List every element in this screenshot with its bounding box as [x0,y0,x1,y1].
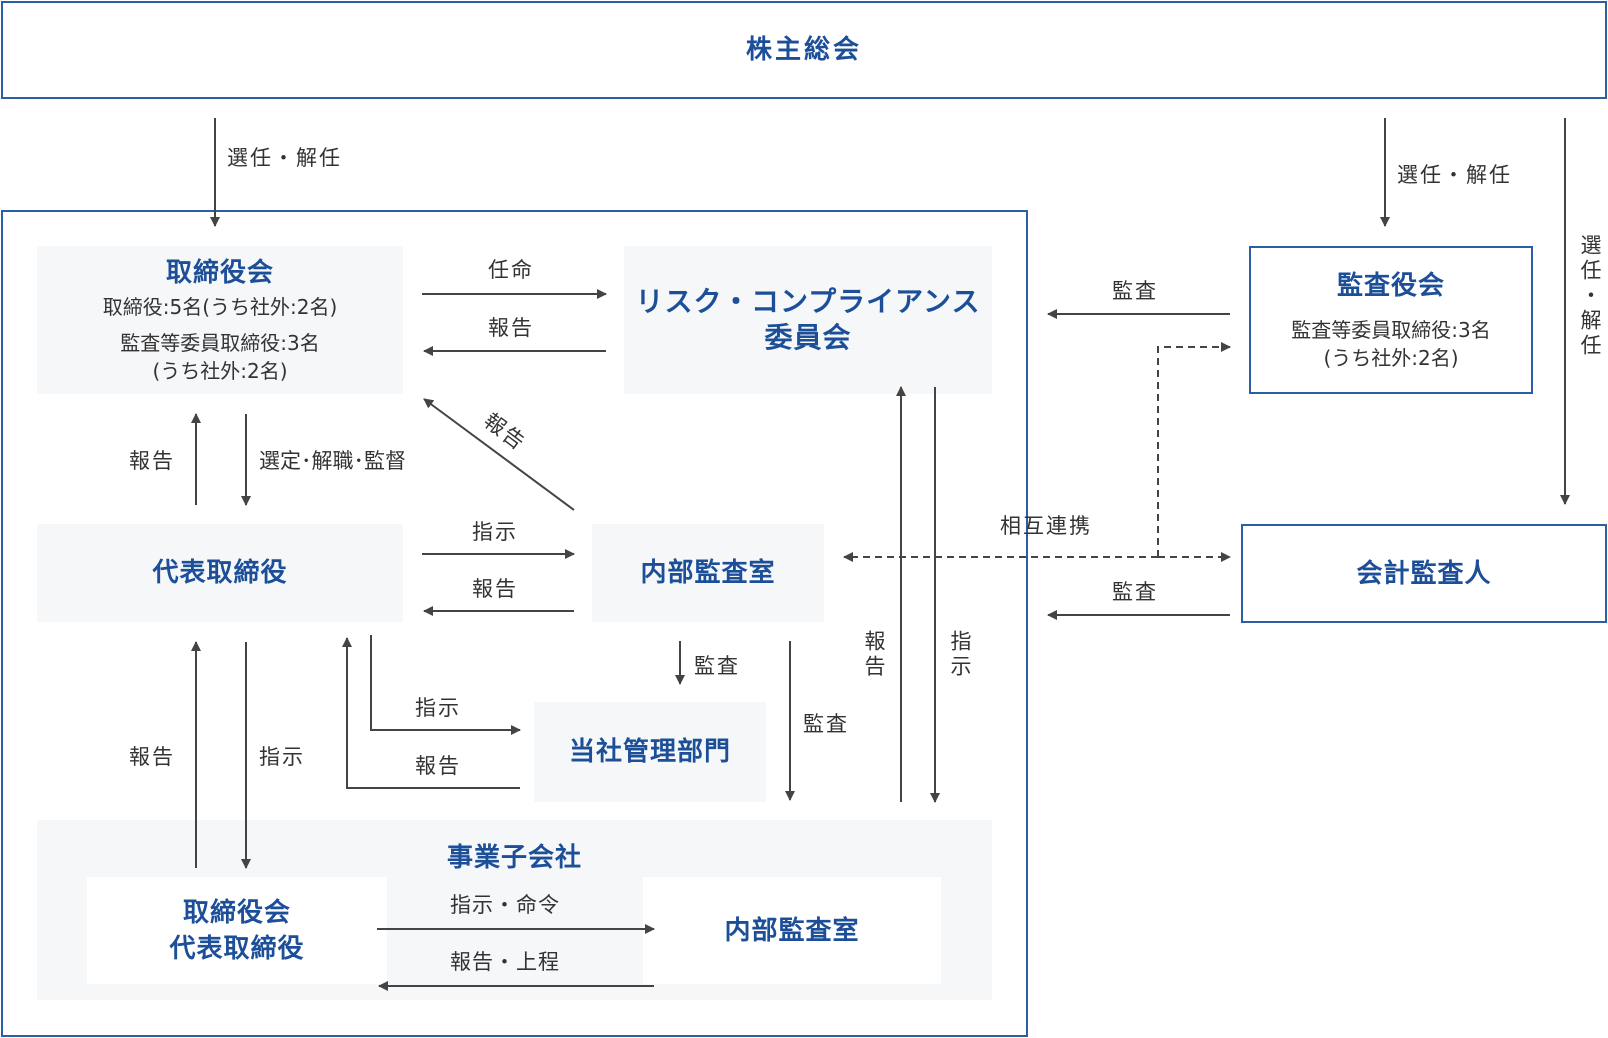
label-board-to-risk: 任命 [488,258,534,282]
audit-board-outside: (うち社外:2名) [1323,346,1459,370]
subsidiary-internal-audit-title: 内部監査室 [724,915,860,946]
admin-department-title: 当社管理部門 [568,737,731,767]
shareholders-meeting-title: 株主総会 [745,35,862,65]
audit-board-title: 監査役会 [1336,271,1445,301]
arrow-internal-to-board [423,398,575,511]
label-internal-to-admin: 監査 [694,654,740,678]
label-rep-to-internal: 指示 [472,520,518,544]
subsidiary-board-title: 取締役会 [182,897,291,928]
label-gm-to-audit-board: 選任・解任 [1397,163,1512,187]
label-gm-to-board: 選任・解任 [227,146,342,170]
subsidiary-board-box: 取締役会 代表取締役 [87,877,387,984]
label-admin-to-rep: 報告 [415,754,461,778]
internal-audit-office-title: 内部監査室 [640,558,776,588]
label-risk-to-sub: 指示 [948,630,972,680]
admin-department-box: 当社管理部門 [534,702,766,802]
label-sub-to-rep: 報告 [129,745,175,769]
arrow-admin-to-rep [342,637,520,789]
label-sub-report: 報告・上程 [450,950,560,974]
label-internal-to-sub: 監査 [803,712,849,736]
board-of-directors-box: 取締役会 取締役:5名(うち社外:2名) 監査等委員取締役:3名 (うち社外:2… [37,246,403,394]
audit-board-box: 監査役会 監査等委員取締役:3名 (うち社外:2名) [1249,246,1533,394]
board-title: 取締役会 [165,258,274,288]
company-boundary [1,210,1028,1037]
subsidiary-internal-audit-box: 内部監査室 [643,877,941,984]
label-gm-to-accounting-auditor: 選任・解任 [1578,234,1602,359]
arrow-mutual-to-audit-board [1157,342,1231,557]
representative-director-box: 代表取締役 [37,524,403,622]
board-audit-members-outside: (うち社外:2名) [152,359,288,383]
label-rep-to-admin: 指示 [415,696,461,720]
arrow-rep-to-admin [370,635,521,735]
label-rep-to-board: 報告 [129,449,175,473]
shareholders-meeting-box: 株主総会 [1,1,1607,99]
board-directors-count: 取締役:5名(うち社外:2名) [102,295,338,319]
label-sub-to-risk: 報告 [862,630,886,680]
label-audit-board-audit: 監査 [1112,279,1158,303]
risk-committee-title-2: 委員会 [764,321,852,354]
label-accounting-audit: 監査 [1112,580,1158,604]
risk-committee-title-1: リスク・コンプライアンス [635,285,981,318]
subsidiary-title: 事業子会社 [446,843,582,873]
board-audit-members-count: 監査等委員取締役:3名 [120,331,320,355]
risk-compliance-committee-box: リスク・コンプライアンス 委員会 [624,246,992,394]
label-rep-to-sub: 指示 [259,745,305,769]
subsidiary-representative-title: 代表取締役 [169,933,305,964]
label-risk-to-board: 報告 [488,316,534,340]
accounting-auditor-title: 会計監査人 [1356,558,1492,589]
label-sub-instruct: 指示・命令 [450,893,560,917]
label-mutual: 相互連携 [1000,514,1092,538]
audit-board-members: 監査等委員取締役:3名 [1291,318,1491,342]
accounting-auditor-box: 会計監査人 [1241,524,1607,623]
representative-director-title: 代表取締役 [152,558,288,588]
internal-audit-office-box: 内部監査室 [592,524,824,622]
label-board-to-rep: 選定･解職･監督 [259,449,406,473]
label-internal-to-rep: 報告 [472,577,518,601]
